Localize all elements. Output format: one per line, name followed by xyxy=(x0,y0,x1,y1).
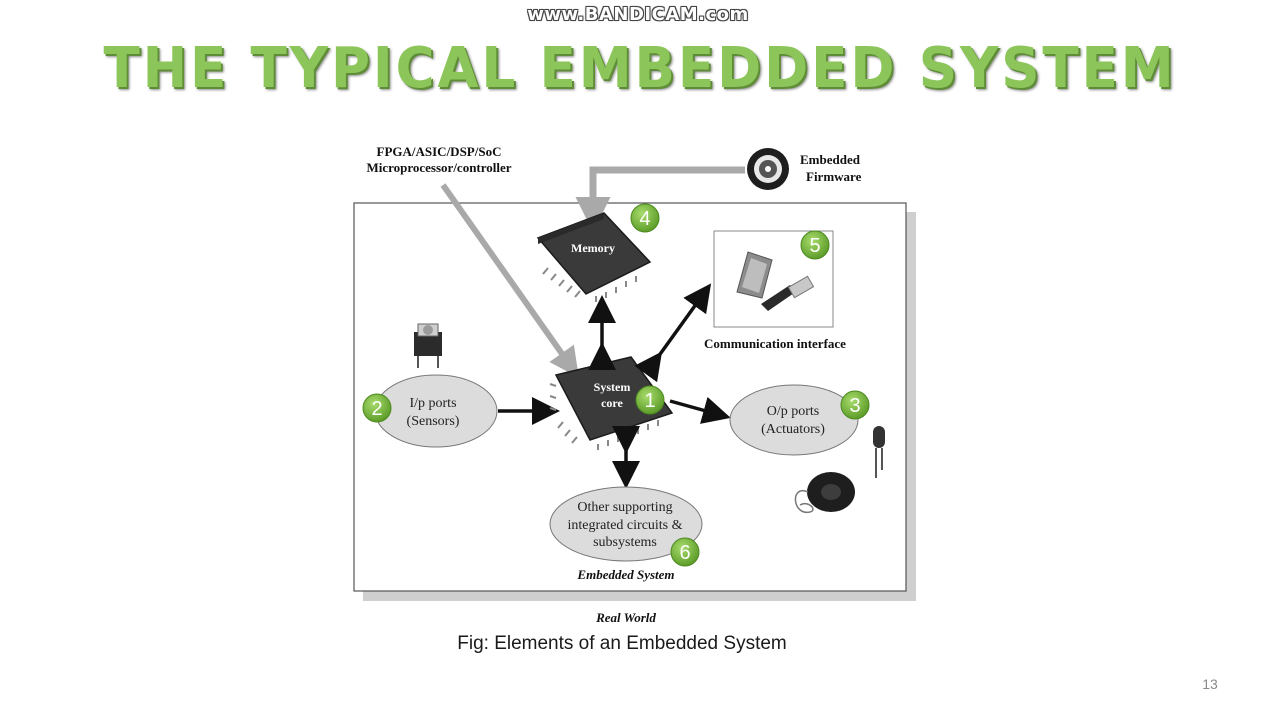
supporting-ics-ellipse xyxy=(549,486,703,562)
firmware-disc-icon xyxy=(747,148,789,190)
processor-arrow xyxy=(440,183,579,378)
embedded-system-label: Embedded System xyxy=(576,567,674,582)
serial-port-icon xyxy=(736,251,773,299)
badge-5: 5 xyxy=(800,230,830,260)
sensor-switch-icon xyxy=(414,323,442,368)
page-number: 13 xyxy=(1202,676,1218,692)
firmware-label-line1: Embedded xyxy=(800,152,861,167)
led-icon xyxy=(873,426,885,478)
badge-2: 2 xyxy=(362,393,392,423)
input-ports-line1: I/p ports xyxy=(409,396,456,411)
badge-4: 4 xyxy=(630,203,660,233)
buzzer-icon xyxy=(794,472,855,513)
badge-5-label: 5 xyxy=(809,235,820,257)
usb-plug-icon xyxy=(761,275,815,311)
core-comm-arrow xyxy=(634,283,712,383)
slide-title: THE TYPICAL EMBEDDED SYSTEM xyxy=(103,36,1177,101)
communication-label: Communication interface xyxy=(704,336,846,351)
badge-1-label: 1 xyxy=(644,390,655,412)
bandicam-watermark: www.BANDICAM.com xyxy=(527,4,749,25)
memory-label: Memory xyxy=(571,241,615,255)
badge-4-label: 4 xyxy=(639,208,650,230)
badge-6: 6 xyxy=(670,537,700,567)
processor-label-line2: Microprocessor/controller xyxy=(366,160,511,175)
badge-3: 3 xyxy=(840,390,870,420)
input-ports-ellipse xyxy=(374,374,498,448)
system-core-line1: System xyxy=(594,380,631,394)
real-world-label: Real World xyxy=(595,610,656,625)
core-to-output-arrow xyxy=(669,396,731,424)
supporting-ics-line1: Other supporting xyxy=(577,500,672,515)
badge-3-label: 3 xyxy=(849,395,860,417)
figure-caption: Fig: Elements of an Embedded System xyxy=(457,633,787,654)
output-ports-ellipse xyxy=(729,384,859,456)
input-ports-line2: (Sensors) xyxy=(407,414,460,429)
badge-1: 1 xyxy=(635,385,665,415)
firmware-label-line2: Firmware xyxy=(806,169,862,184)
badge-6-label: 6 xyxy=(679,542,690,564)
supporting-ics-line3: subsystems xyxy=(593,535,657,550)
badge-2-label: 2 xyxy=(371,398,382,420)
output-ports-line1: O/p ports xyxy=(767,404,820,419)
processor-label-line1: FPGA/ASIC/DSP/SoC xyxy=(377,144,502,159)
output-ports-line2: (Actuators) xyxy=(761,422,825,437)
system-core-line2: core xyxy=(601,396,623,410)
firmware-connector xyxy=(575,166,745,232)
supporting-ics-line2: integrated circuits & xyxy=(567,518,682,533)
